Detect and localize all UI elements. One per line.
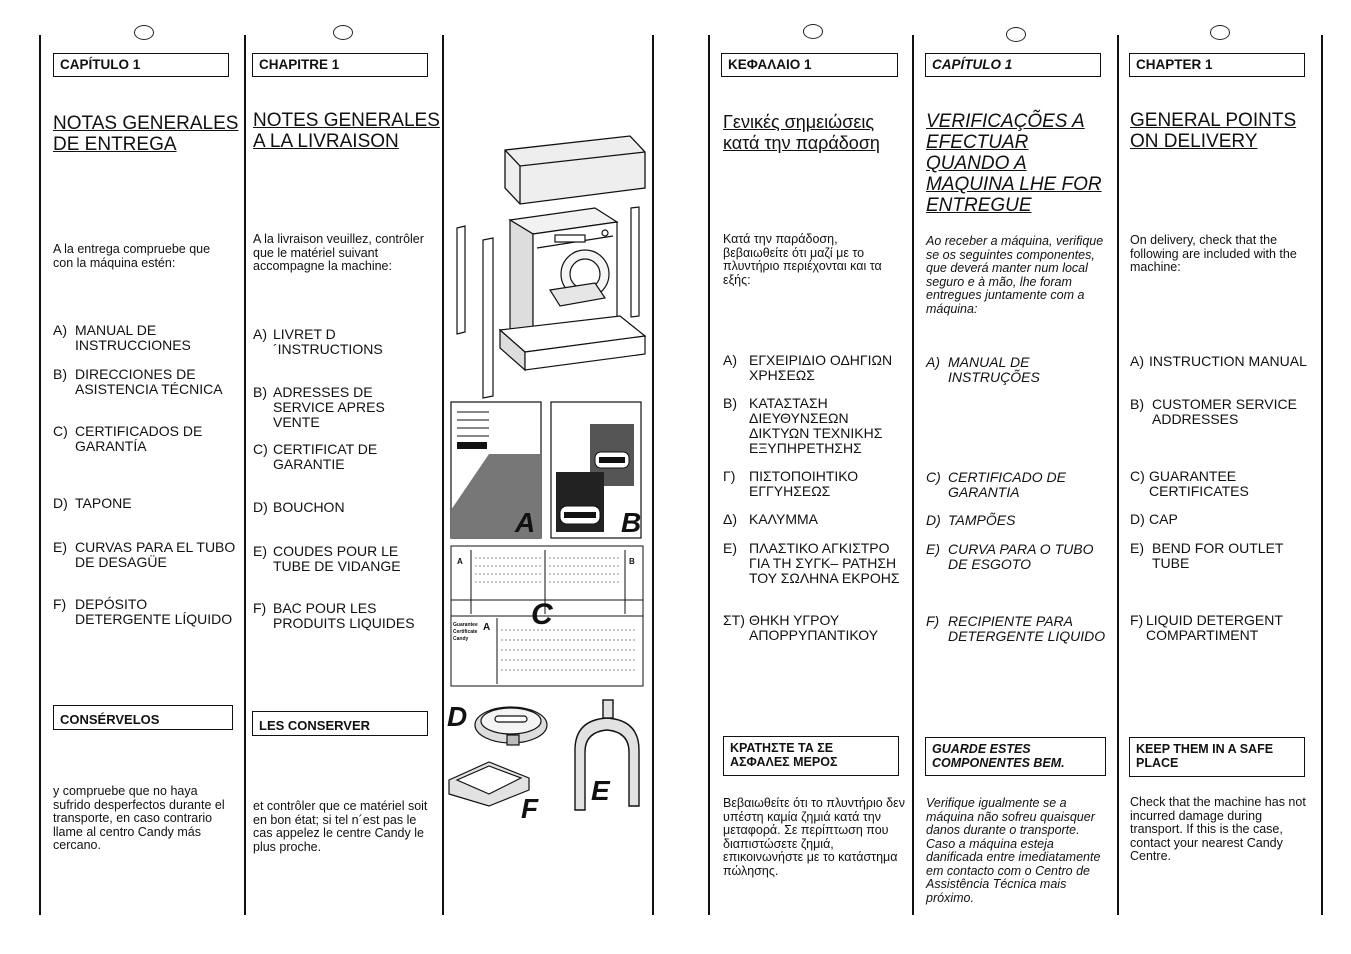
cap-part [474,706,548,746]
column-rule [244,35,246,915]
language-flag-oval [1210,25,1230,40]
list-item: F)LIQUID DETERGENT COMPARTIMENT [1130,612,1283,643]
figure-label-d: D [447,701,467,732]
column-rule [442,35,444,915]
list-item: D)BOUCHON [253,499,345,515]
corner-posts [456,206,640,399]
list-item: A)MANUAL DE INSTRUCCIONES [53,322,191,353]
list-item: E)CURVA PARA O TUBO DE ESGOTO [926,541,1094,572]
intro-text: On delivery, check that the following ar… [1130,233,1297,274]
list-item: F)BAC POUR LES PRODUITS LIQUIDES [253,600,415,631]
list-item: Β)ΚΑΤΑΣΤΑΣΗ ΔΙΕΥΘΥΝΣΕΩΝ ΔΙΚΤΥΩΝ ΤΕΧΝΙΚΗΣ… [723,395,883,456]
list-item: C)GUARANTEE CERTIFICATES [1130,468,1249,499]
chapter-heading: CAPÍTULO 1 [925,53,1101,77]
keep-heading: LES CONSERVER [252,711,428,736]
list-item: D)CAP [1130,511,1178,527]
outro-text: Verifique igualmente se a máquina não so… [926,796,1101,905]
intro-text: A la livraison veuillez, contrôler que l… [253,232,424,273]
card-text: Certificate [453,629,478,635]
column-rule [652,35,654,915]
figure-label-b: B [621,507,641,538]
intro-text: Ao receber a máquina, verifique se os se… [926,234,1104,316]
list-item: D)TAMPÕES [926,512,1016,528]
list-item: Δ)ΚΑΛΥΜΜΑ [723,511,818,527]
card-letter-b: B [629,557,635,566]
list-item: F)RECIPIENTE PARA DETERGENTE LIQUIDO [926,613,1106,644]
list-item: B)ADRESSES DE SERVICE APRES VENTE [253,384,385,430]
list-item: A)MANUAL DE INSTRUÇÕES [926,354,1040,385]
intro-text: A la entrega compruebe que con la máquin… [53,242,211,270]
list-item: C)CERTIFICADOS DE GARANTÍA [53,423,203,454]
card-letter-a: A [457,557,463,566]
list-item: A)INSTRUCTION MANUAL [1130,353,1307,369]
column-rule [1321,35,1323,915]
language-flag-oval [333,25,353,40]
outro-text: et contrôler que ce matériel soit en bon… [253,799,428,854]
list-item: A)LIVRET D´INSTRUCTIONS [253,326,383,357]
language-flag-oval [1006,27,1026,42]
keep-heading: ΚΡΑΤΗΣΤΕ ΤΑ ΣΕ ΑΣΦΑΛΕΣ ΜΕΡΟΣ [723,736,899,776]
figure-label-e: E [591,775,611,806]
packaging-top-cover [504,135,646,205]
list-item: Α)ΕΓΧΕΙΡΙΔΙΟ ΟΔΗΓΙΩΝ ΧΡΗΣΕΩΣ [723,352,893,383]
list-item: D)TAPONE [53,495,132,511]
column-rule [39,35,41,915]
list-item: B)CUSTOMER SERVICE ADDRESSES [1130,396,1297,427]
chapter-heading: CHAPITRE 1 [252,53,428,77]
chapter-heading: CHAPTER 1 [1129,53,1305,77]
keep-heading: CONSÉRVELOS [53,705,233,730]
card-text: Candy [453,636,469,642]
list-item: C)CERTIFICAT DE GARANTIE [253,441,378,472]
detergent-compartment-part [448,761,530,807]
pallet-base [498,315,647,372]
column-rule [708,35,710,915]
delivery-illustration: A B Guarantee Certificate Candy A A B C … [447,135,647,824]
figure-label-c: C [531,598,554,631]
outro-text: Check that the machine has not incurred … [1130,795,1306,863]
section-title: VERIFICAÇÕES A EFECTUAR QUANDO A MAQUINA… [926,111,1102,216]
list-item: C)CERTIFICADO DE GARANTIA [926,469,1066,500]
list-item: ΣΤ)ΘΗΚΗ ΥΓΡΟΥ ΑΠΟΡΡΥΠΑΝΤΙΚΟΥ [723,612,879,643]
keep-heading: KEEP THEM IN A SAFE PLACE [1129,737,1305,777]
figure-label-a: A [514,507,535,538]
card-text: Guarantee [453,622,478,628]
chapter-heading: CAPÍTULO 1 [53,53,229,77]
column-rule [912,35,914,915]
chapter-heading: ΚΕΦΑΛΑΙΟ 1 [721,53,898,77]
keep-heading: GUARDE ESTES COMPONENTES BEM. [925,737,1106,776]
language-flag-oval [134,25,154,40]
panel-c-guarantee [450,545,644,687]
outro-text: y compruebe que no haya sufrido desperfe… [53,784,225,852]
list-item: Ε)ΠΛΑΣΤΙΚΟ ΑΓΚΙΣΤΡΟ ΓΙΑ ΤΗ ΣΥΓΚ– ΡΑΤΗΣΗ … [723,540,900,586]
column-rule [1117,35,1119,915]
list-item: E)CURVAS PARA EL TUBO DE DESAGÜE [53,539,236,570]
list-item: E)COUDES POUR LE TUBE DE VIDANGE [253,543,401,574]
outlet-bend-part [574,699,640,811]
list-item: E)BEND FOR OUTLET TUBE [1130,540,1284,571]
figure-label-f: F [521,793,539,824]
card-letter-a: A [483,622,490,633]
intro-text: Κατά την παράδοση, βεβαιωθείτε ότι μαζί … [723,232,882,287]
list-item: F)DEPÓSITO DETERGENTE LÍQUIDO [53,596,233,627]
list-item: B)DIRECCIONES DE ASISTENCIA TÉCNICA [53,366,223,397]
list-item: Γ)ΠΙΣΤΟΠΟΙΗΤΙΚΟ ΕΓΓΥΗΣΕΩΣ [723,468,859,499]
language-flag-oval [803,24,823,39]
outro-text: Βεβαιωθείτε ότι το πλυντήριο δεν υπέστη … [723,796,905,878]
